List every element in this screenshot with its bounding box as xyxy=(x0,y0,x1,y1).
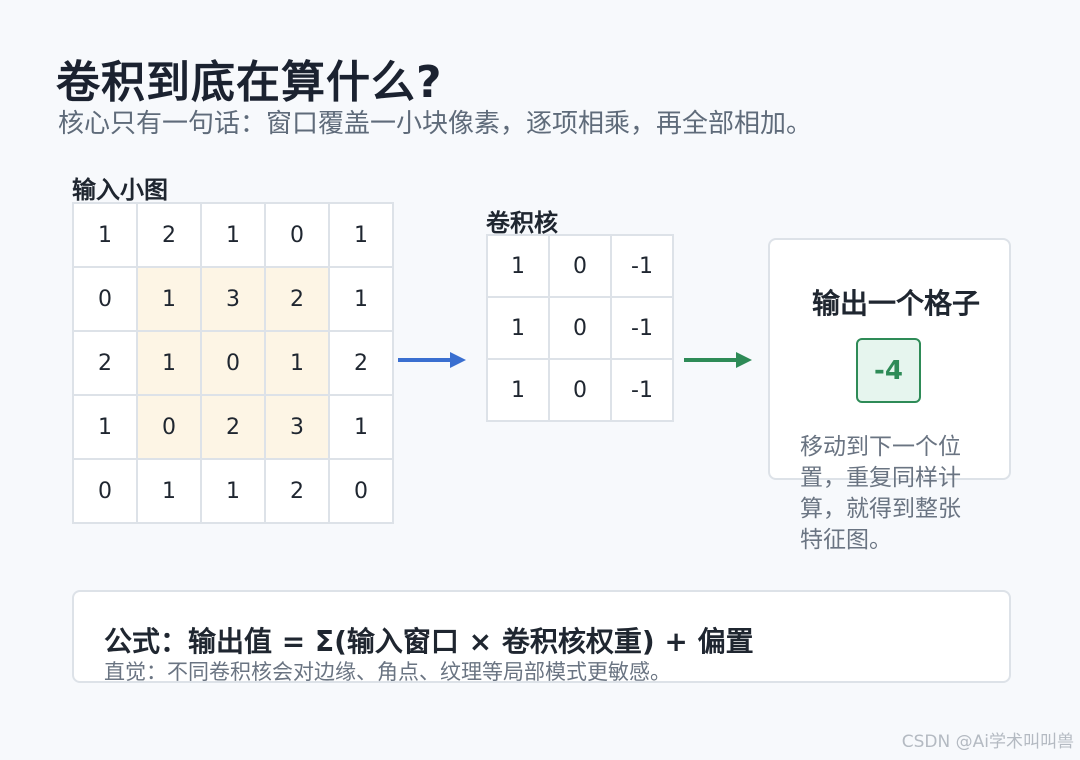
kernel-cell: 1 xyxy=(486,234,550,298)
input-cell: 1 xyxy=(72,394,138,460)
input-cell: 1 xyxy=(328,266,394,332)
kernel-row: 1 0 -1 xyxy=(486,234,674,298)
kernel-row: 1 0 -1 xyxy=(486,296,674,360)
formula-intuition: 直觉：不同卷积核会对边缘、角点、纹理等局部模式更敏感。 xyxy=(104,660,671,684)
output-note: 移动到下一个位置，重复同样计算，就得到整张特征图。 xyxy=(800,434,961,553)
kernel-cell: -1 xyxy=(610,358,674,422)
input-cell-window: 1 xyxy=(136,266,202,332)
input-cell: 2 xyxy=(72,330,138,396)
kernel-row: 1 0 -1 xyxy=(486,358,674,422)
input-cell: 2 xyxy=(136,202,202,268)
input-cell: 1 xyxy=(200,202,266,268)
input-cell: 0 xyxy=(264,202,330,268)
input-cell: 1 xyxy=(72,202,138,268)
input-cell-window: 3 xyxy=(264,394,330,460)
input-cell: 1 xyxy=(200,458,266,524)
input-row: 0 1 3 2 1 xyxy=(72,266,394,332)
input-cell-window: 2 xyxy=(264,266,330,332)
input-label: 输入小图 xyxy=(72,176,168,204)
kernel-cell: 0 xyxy=(548,358,612,422)
input-cell: 0 xyxy=(328,458,394,524)
kernel-cell: 1 xyxy=(486,358,550,422)
input-row: 2 1 0 1 2 xyxy=(72,330,394,396)
page-subtitle: 核心只有一句话：窗口覆盖一小块像素，逐项相乘，再全部相加。 xyxy=(58,109,813,139)
kernel-cell: -1 xyxy=(610,234,674,298)
kernel-label: 卷积核 xyxy=(486,209,558,237)
kernel-cell: 0 xyxy=(548,296,612,360)
input-cell-window: 1 xyxy=(136,330,202,396)
input-row: 0 1 1 2 0 xyxy=(72,458,394,524)
arrow-right-icon xyxy=(684,352,752,368)
input-cell-window: 3 xyxy=(200,266,266,332)
input-cell: 2 xyxy=(264,458,330,524)
input-cell: 1 xyxy=(328,394,394,460)
input-cell: 0 xyxy=(72,266,138,332)
formula-text: 公式：输出值 = Σ(输入窗口 × 卷积核权重) + 偏置 xyxy=(104,625,754,658)
arrow-right-icon xyxy=(398,352,466,368)
kernel-cell: 1 xyxy=(486,296,550,360)
input-cell: 0 xyxy=(72,458,138,524)
output-cell: -4 xyxy=(856,338,921,403)
input-cell: 1 xyxy=(136,458,202,524)
input-grid: 1 2 1 0 1 0 1 3 2 1 2 1 0 1 2 1 0 2 3 1 … xyxy=(72,202,394,524)
input-cell-window: 1 xyxy=(264,330,330,396)
input-row: 1 2 1 0 1 xyxy=(72,202,394,268)
kernel-cell: 0 xyxy=(548,234,612,298)
page-title: 卷积到底在算什么? xyxy=(56,57,443,108)
input-cell: 2 xyxy=(328,330,394,396)
kernel-grid: 1 0 -1 1 0 -1 1 0 -1 xyxy=(486,234,674,422)
input-cell-window: 0 xyxy=(200,330,266,396)
watermark: CSDN @Ai学术叫叫兽 xyxy=(901,732,1074,752)
input-cell-window: 0 xyxy=(136,394,202,460)
input-cell-window: 2 xyxy=(200,394,266,460)
kernel-cell: -1 xyxy=(610,296,674,360)
output-title: 输出一个格子 xyxy=(812,287,981,320)
input-cell: 1 xyxy=(328,202,394,268)
input-row: 1 0 2 3 1 xyxy=(72,394,394,460)
formula-card xyxy=(72,590,1011,683)
